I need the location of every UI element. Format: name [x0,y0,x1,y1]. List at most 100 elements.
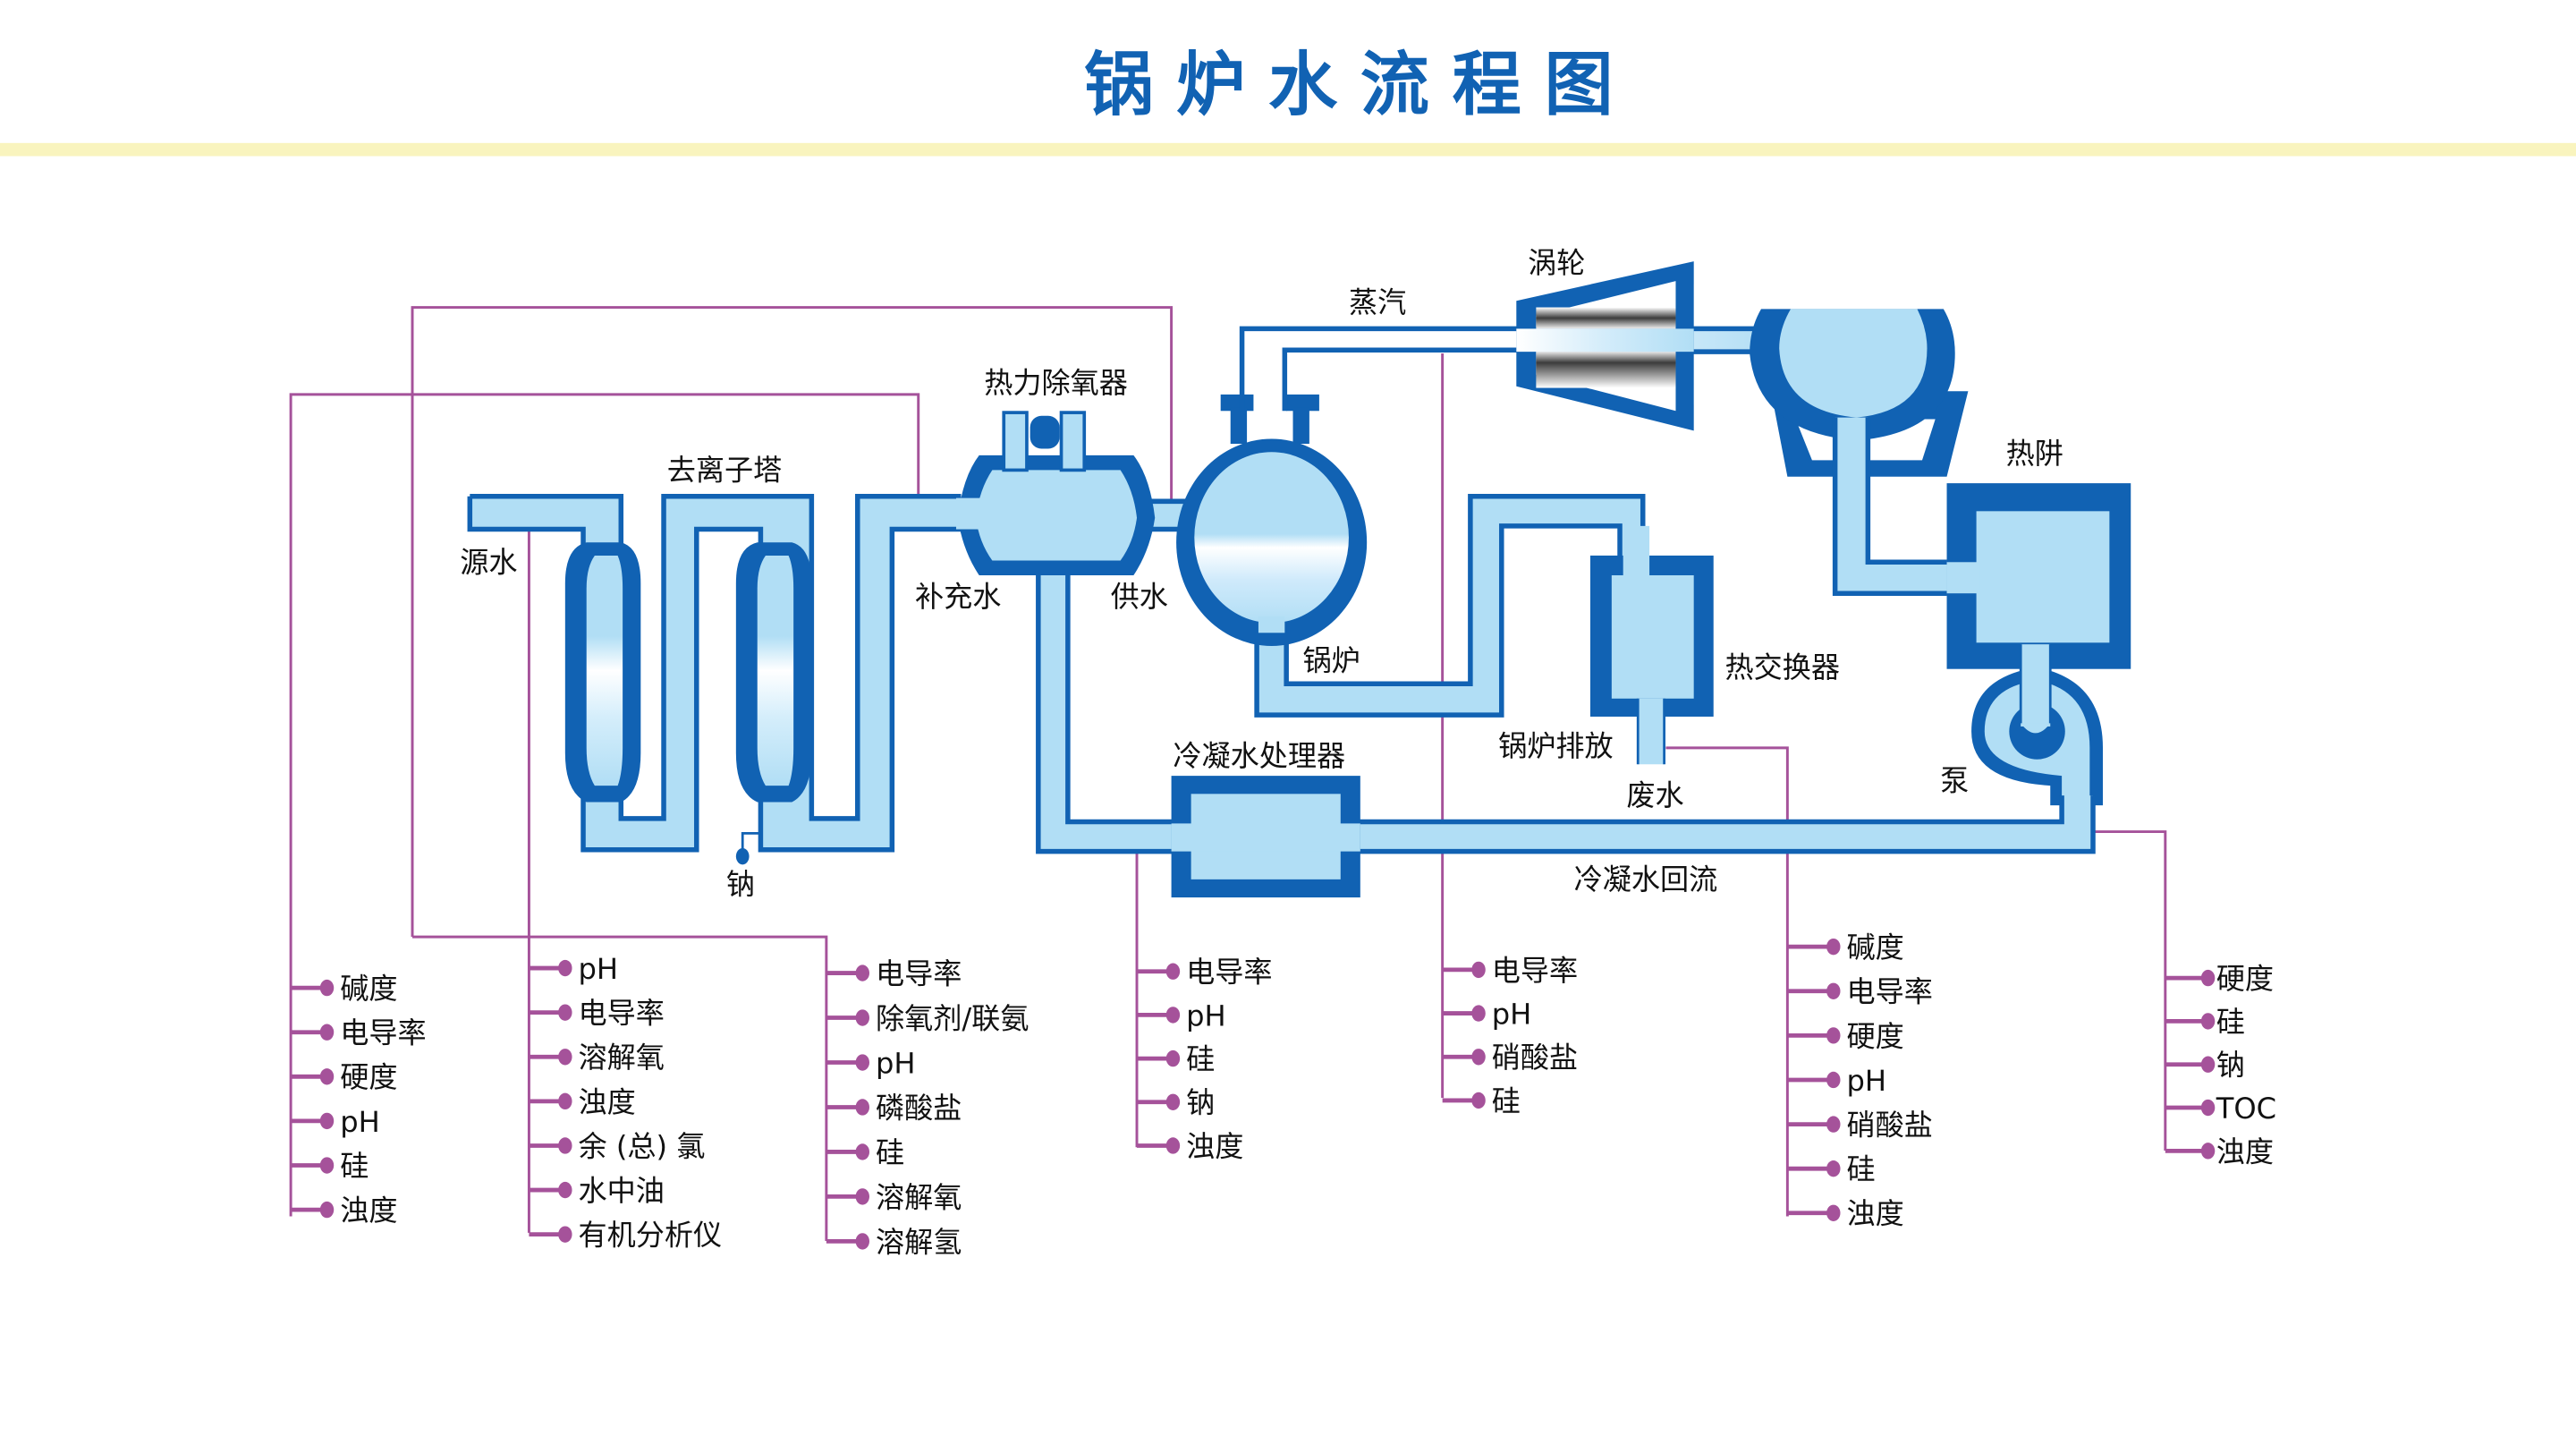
parameter-label: 电导率 [1492,954,1578,988]
parameter-item: 硝酸盐 [1787,1109,1933,1143]
parameter-item: 浊度 [1787,1197,1904,1231]
parameter-label: TOC [2216,1092,2276,1126]
parameter-item: 溶解氢 [826,1225,962,1259]
ion-exchange-column-1[interactable] [564,542,641,803]
parameter-item: 硅 [1442,1084,1521,1118]
bullet-dot-icon [558,1226,572,1243]
parameter-item: pH [291,1105,380,1139]
bullet-dot-icon [319,1068,335,1085]
label-hotwell: 热阱 [2006,437,2063,471]
hotwell[interactable] [1946,483,2131,669]
parameter-label: pH [876,1046,916,1080]
bullet-dot-icon [319,1112,335,1130]
label-feed-water: 供水 [1111,580,1168,614]
parameter-item: pH [1787,1064,1886,1098]
parameter-label: 浊度 [2216,1134,2274,1168]
parameter-label: 浊度 [1846,1197,1903,1231]
page-title: 锅炉水流程图 [1084,45,1636,125]
parameter-label: 硝酸盐 [1846,1109,1932,1143]
condenser[interactable] [1750,309,1969,596]
parameter-item: 硅 [1787,1152,1876,1186]
bullet-dot-icon [1165,1049,1181,1067]
parameter-item: 硅 [826,1135,904,1169]
sodium-probe[interactable] [735,832,761,865]
bullet-dot-icon [2200,1013,2216,1030]
parameter-item: 碱度 [1787,930,1904,964]
heat-exchanger[interactable] [1589,525,1714,765]
label-makeup-water: 补充水 [915,580,1001,614]
parameter-item: 钠 [2165,1049,2245,1083]
parameter-label: pH [340,1105,380,1139]
turbine[interactable] [1516,261,1694,431]
parameter-label: pH [579,952,619,986]
bullet-dot-icon [1826,1204,1841,1221]
bullet-dot-icon [1165,1007,1181,1024]
label-blowdown: 锅炉排放 [1498,729,1613,763]
parameter-item: pH [529,952,618,986]
parameter-item: 有机分析仪 [529,1219,722,1253]
equipment-labels: 源水 去离子塔 钠 补充水 热力除氧器 供水 锅炉 蒸汽 涡轮 热阱 热交换器 … [460,246,2063,901]
label-condensate-polisher: 冷凝水处理器 [1173,739,1345,773]
parameter-item: 浊度 [1137,1129,1243,1163]
bullet-dot-icon [855,1188,869,1205]
ion-exchange-section [467,494,962,865]
bullet-dot-icon [1826,1071,1841,1089]
parameter-item: 硝酸盐 [1442,1041,1578,1075]
bullet-dot-icon [1471,1005,1486,1022]
parameter-label: 有机分析仪 [579,1219,723,1253]
label-heat-exchanger: 热交换器 [1725,650,1840,684]
boiler[interactable] [1176,394,1646,718]
condensate-return-pipe [1176,795,2096,854]
parameter-item: 电导率 [1442,954,1578,988]
parameter-label: 钠 [2216,1049,2245,1083]
parameter-item: TOC [2165,1092,2276,1126]
pump[interactable] [1971,644,2104,806]
bullet-dot-icon [319,1157,335,1174]
bullet-dot-icon [558,959,572,977]
label-condensate-return: 冷凝水回流 [1574,862,1718,896]
parameter-label: 电导率 [1186,956,1272,990]
bullet-dot-icon [2200,969,2216,987]
parameter-label: 硅 [876,1135,904,1169]
deaerator[interactable] [955,411,1156,575]
label-boiler: 锅炉 [1303,644,1360,678]
bullet-dot-icon [1826,938,1841,956]
parameter-item: 余 (总) 氯 [529,1129,705,1163]
condensate-polisher[interactable] [1171,776,1360,898]
bullet-dot-icon [1826,1160,1841,1177]
parameter-label: 溶解氧 [579,1041,665,1075]
parameter-item: pH [1137,998,1226,1032]
header-band [0,142,2576,157]
parameter-label: 电导率 [1846,975,1932,1009]
bullet-dot-icon [1471,1049,1486,1066]
parameter-label: 浊度 [340,1194,397,1228]
bullet-dot-icon [1165,1137,1181,1154]
parameter-label: 溶解氢 [876,1225,962,1259]
parameter-item: 硅 [2165,1005,2245,1039]
header: 锅炉水流程图 [0,45,2576,157]
parameter-label: 溶解氧 [876,1180,962,1214]
bullet-dot-icon [558,1049,572,1066]
parameter-label: 余 (总) 氯 [579,1129,706,1163]
bullet-dot-icon [855,1143,869,1160]
parameter-label: pH [1846,1064,1886,1098]
label-source-water: 源水 [460,545,517,579]
parameter-label: 硬度 [1846,1019,1903,1053]
bullet-dot-icon [855,1009,869,1026]
parameter-item: 水中油 [529,1174,665,1208]
parameter-label: 电导率 [579,997,665,1031]
label-sodium: 钠 [726,867,755,901]
parameter-item: 硅 [1137,1042,1215,1076]
bullet-dot-icon [1826,1027,1841,1044]
parameter-label: 电导率 [876,957,962,991]
ion-exchange-column-2[interactable] [735,542,812,803]
bullet-dot-icon [558,1092,572,1110]
